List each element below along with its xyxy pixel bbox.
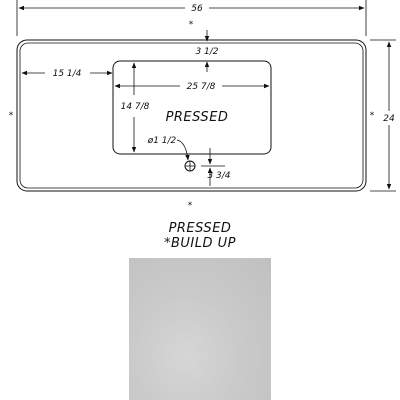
build-up-marker-bottom: * [188, 201, 193, 211]
left-offset-dimension: 15 1/4 [21, 69, 113, 79]
top-offset-dimension: 3 1/2 [195, 30, 219, 72]
faucet-offset-label: 3 3/4 [207, 171, 230, 181]
overall-width-label: 56 [191, 4, 203, 14]
bowl-material-label: PRESSED [166, 110, 229, 125]
faucet-offset-dimension: 3 3/4 [201, 148, 231, 186]
bowl-width-label: 25 7/8 [187, 82, 216, 92]
finish-swatch [129, 258, 271, 400]
finish-caption-line1: PRESSED [168, 221, 232, 236]
bowl-depth-dimension: 14 7/8 [121, 62, 150, 153]
countertop-outline-inner [19, 42, 364, 189]
bowl-outline [112, 60, 272, 155]
bowl-depth-label: 14 7/8 [121, 102, 150, 112]
finish-caption-line2: *BUILD UP [163, 236, 236, 251]
build-up-marker-left: * [9, 111, 14, 121]
faucet-hole-dimension: ø1 1/2 [147, 136, 190, 161]
overall-depth-label: 24 [383, 114, 395, 124]
build-up-marker-right: * [370, 111, 375, 121]
top-offset-label: 3 1/2 [195, 47, 218, 57]
bowl-width-dimension: 25 7/8 [114, 82, 270, 92]
overall-depth-dimension: 24 [370, 39, 398, 192]
faucet-hole-diameter-label: ø1 1/2 [147, 136, 177, 146]
countertop-outline [16, 39, 367, 192]
left-offset-label: 15 1/4 [53, 69, 82, 79]
build-up-marker-top: * [189, 20, 194, 30]
overall-width-dimension: 56 [16, 0, 367, 36]
